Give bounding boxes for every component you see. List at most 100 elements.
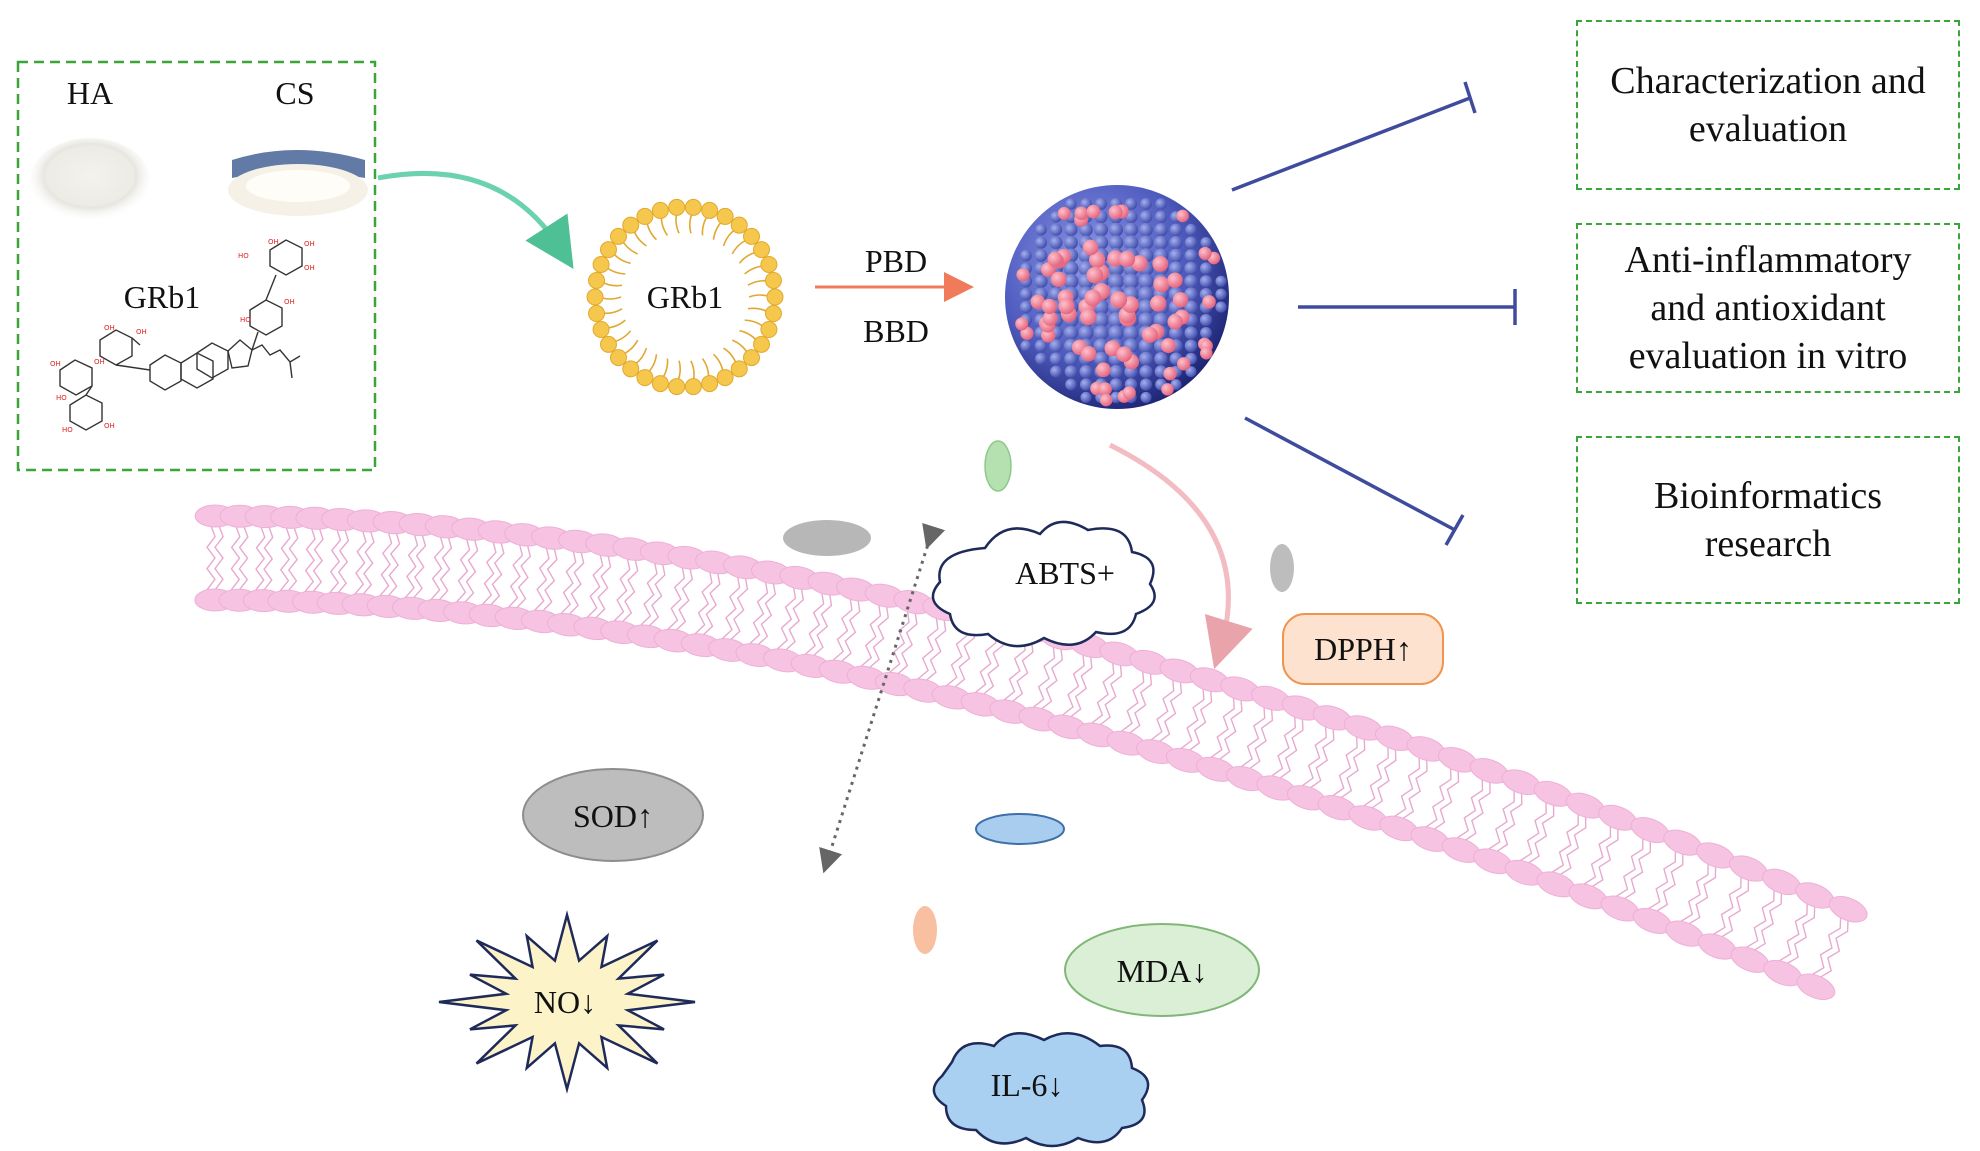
svg-text:OH: OH: [94, 358, 105, 366]
outcome-box-anti-inflammatory: Anti-inflammatory and antioxidant evalua…: [1576, 223, 1960, 393]
membrane-lipid-tail: [541, 548, 558, 612]
membrane-lipid-tail: [1040, 648, 1063, 711]
membrane-lipid-tail: [507, 544, 524, 608]
membrane-lipid-tail: [238, 526, 249, 591]
grb1-molecule-structure: [59, 239, 303, 431]
nanoparticle-bead: [1065, 198, 1077, 210]
svg-text:OH: OH: [284, 298, 295, 306]
nanoparticle-bead: [1185, 366, 1197, 378]
membrane-lipid-tail: [1340, 738, 1366, 799]
membrane-lipid-tail: [586, 554, 604, 618]
membrane-lipid-tail: [1655, 853, 1684, 913]
ingredients-panel: HA CS GRb1: [16, 60, 377, 472]
nanoparticle-bead: [1020, 249, 1032, 262]
membrane-lipid-tail: [1240, 706, 1266, 768]
membrane-lipid-tail: [515, 545, 532, 609]
nanoparticle-bead: [1139, 365, 1153, 379]
membrane-lipid-tail: [481, 541, 497, 606]
nanoparticle-bead: [1184, 261, 1198, 275]
membrane-lipid-tail: [312, 528, 324, 593]
outcome-label-characterization: Characterization and evaluation: [1610, 60, 1926, 150]
nanoparticle-bead: [1138, 273, 1154, 290]
membrane-lipid-head-bottom: [1796, 973, 1836, 1001]
nanoparticle-spot: [1058, 298, 1075, 315]
liposome-lipid-head: [684, 198, 702, 216]
nanoparticle-bead: [1123, 235, 1139, 250]
membrane-lipid-tail: [1032, 646, 1056, 708]
cs-label: CS: [275, 75, 314, 111]
nanoparticle-bead: [1169, 325, 1183, 340]
membrane-lipid-tail: [1527, 804, 1555, 864]
membrane-lipid-tail: [667, 566, 686, 630]
nanoparticle-bead: [1108, 325, 1124, 341]
nanoparticle-bead: [1140, 391, 1152, 403]
nanoparticle-bead: [1078, 325, 1094, 341]
nanoparticle-bead: [1093, 351, 1109, 366]
liposome-lipid-head: [701, 201, 719, 219]
membrane-lipid-tail: [560, 550, 577, 615]
membrane-lipid-tail: [1091, 662, 1115, 724]
nanoparticle-bead: [1035, 224, 1047, 236]
membrane-lipid-tail: [953, 626, 976, 689]
liposome-lipid-head: [651, 375, 669, 393]
nanoparticle-bead: [1049, 339, 1063, 353]
nanoparticle-spot: [1016, 268, 1030, 282]
liposome-lipid-head: [622, 216, 640, 234]
sod-badge: SOD↑: [522, 768, 704, 862]
membrane-lipid-tail: [1464, 781, 1491, 842]
nanoparticle-bead: [1169, 223, 1183, 236]
liposome-lipid-head: [701, 375, 719, 393]
nanoparticle-bead: [1065, 378, 1077, 391]
membrane-lipid-tail: [1180, 688, 1205, 750]
membrane-lipid-tail: [430, 536, 445, 601]
membrane-lipid-tail: [749, 581, 769, 645]
membrane-lipid-tail: [1680, 863, 1709, 922]
nanoparticle-spot: [1167, 314, 1183, 330]
nanoparticle-bead: [1169, 236, 1183, 250]
nanoparticle-bead: [1050, 365, 1062, 378]
liposome-lipid-head: [668, 198, 686, 216]
membrane-lipid-tail: [1150, 679, 1175, 741]
membrane-lipid-tail: [230, 525, 241, 591]
nanoparticle-spot: [1079, 308, 1097, 326]
membrane-lipid-tail: [1210, 697, 1235, 759]
mda-badge: MDA↓: [1064, 923, 1260, 1017]
liposome-lipid-head: [668, 378, 686, 396]
membrane-lipid-tail: [304, 527, 316, 593]
membrane-lipid-tail: [1713, 876, 1742, 935]
membrane-lipid-tail: [1011, 640, 1034, 703]
membrane-lipid-tail: [214, 525, 224, 591]
membrane-lipid-tail: [379, 532, 393, 597]
nanoparticle-bead: [1124, 222, 1138, 237]
nanoparticle-bead: [1199, 262, 1213, 275]
svg-text:OH: OH: [104, 422, 115, 430]
ha-label: HA: [67, 75, 113, 111]
nanoparticle-spot: [1122, 386, 1136, 400]
nanoparticle-bead: [1169, 248, 1183, 263]
nanoparticle-bead: [1153, 312, 1169, 328]
membrane-lipid-tail: [489, 542, 505, 606]
membrane-lipid-tail: [946, 624, 968, 687]
inhibit-line-3: [1244, 416, 1456, 532]
membrane-lipid-tail: [287, 527, 299, 592]
nanoparticle-bead: [1139, 378, 1153, 391]
nanoparticle-spot: [1104, 340, 1121, 357]
nanoparticle-spot: [1110, 291, 1128, 309]
green-small-capsule: [984, 440, 1012, 492]
nanoparticle-bead: [1155, 198, 1167, 210]
nanoparticle-spot: [1202, 295, 1216, 309]
nanoparticle-bead: [1138, 299, 1154, 315]
liposome-lipid-head: [586, 288, 604, 306]
membrane-lipid-tail: [1099, 664, 1123, 726]
liposome-lipid-head: [592, 255, 610, 273]
liposome-lipid-head: [609, 227, 627, 245]
nanoparticle-bead: [1138, 235, 1154, 250]
membrane-lipid-tail: [1394, 757, 1421, 817]
nanoparticle-spot: [1167, 272, 1183, 288]
nanoparticle-bead: [1139, 222, 1153, 237]
membrane-lipid-tail: [1128, 672, 1153, 735]
nanoparticle-bead: [1064, 352, 1078, 366]
nanoparticle-bead: [1064, 365, 1078, 378]
membrane-lipid-tail: [1648, 850, 1677, 910]
liposome-lipid-head: [743, 349, 761, 367]
